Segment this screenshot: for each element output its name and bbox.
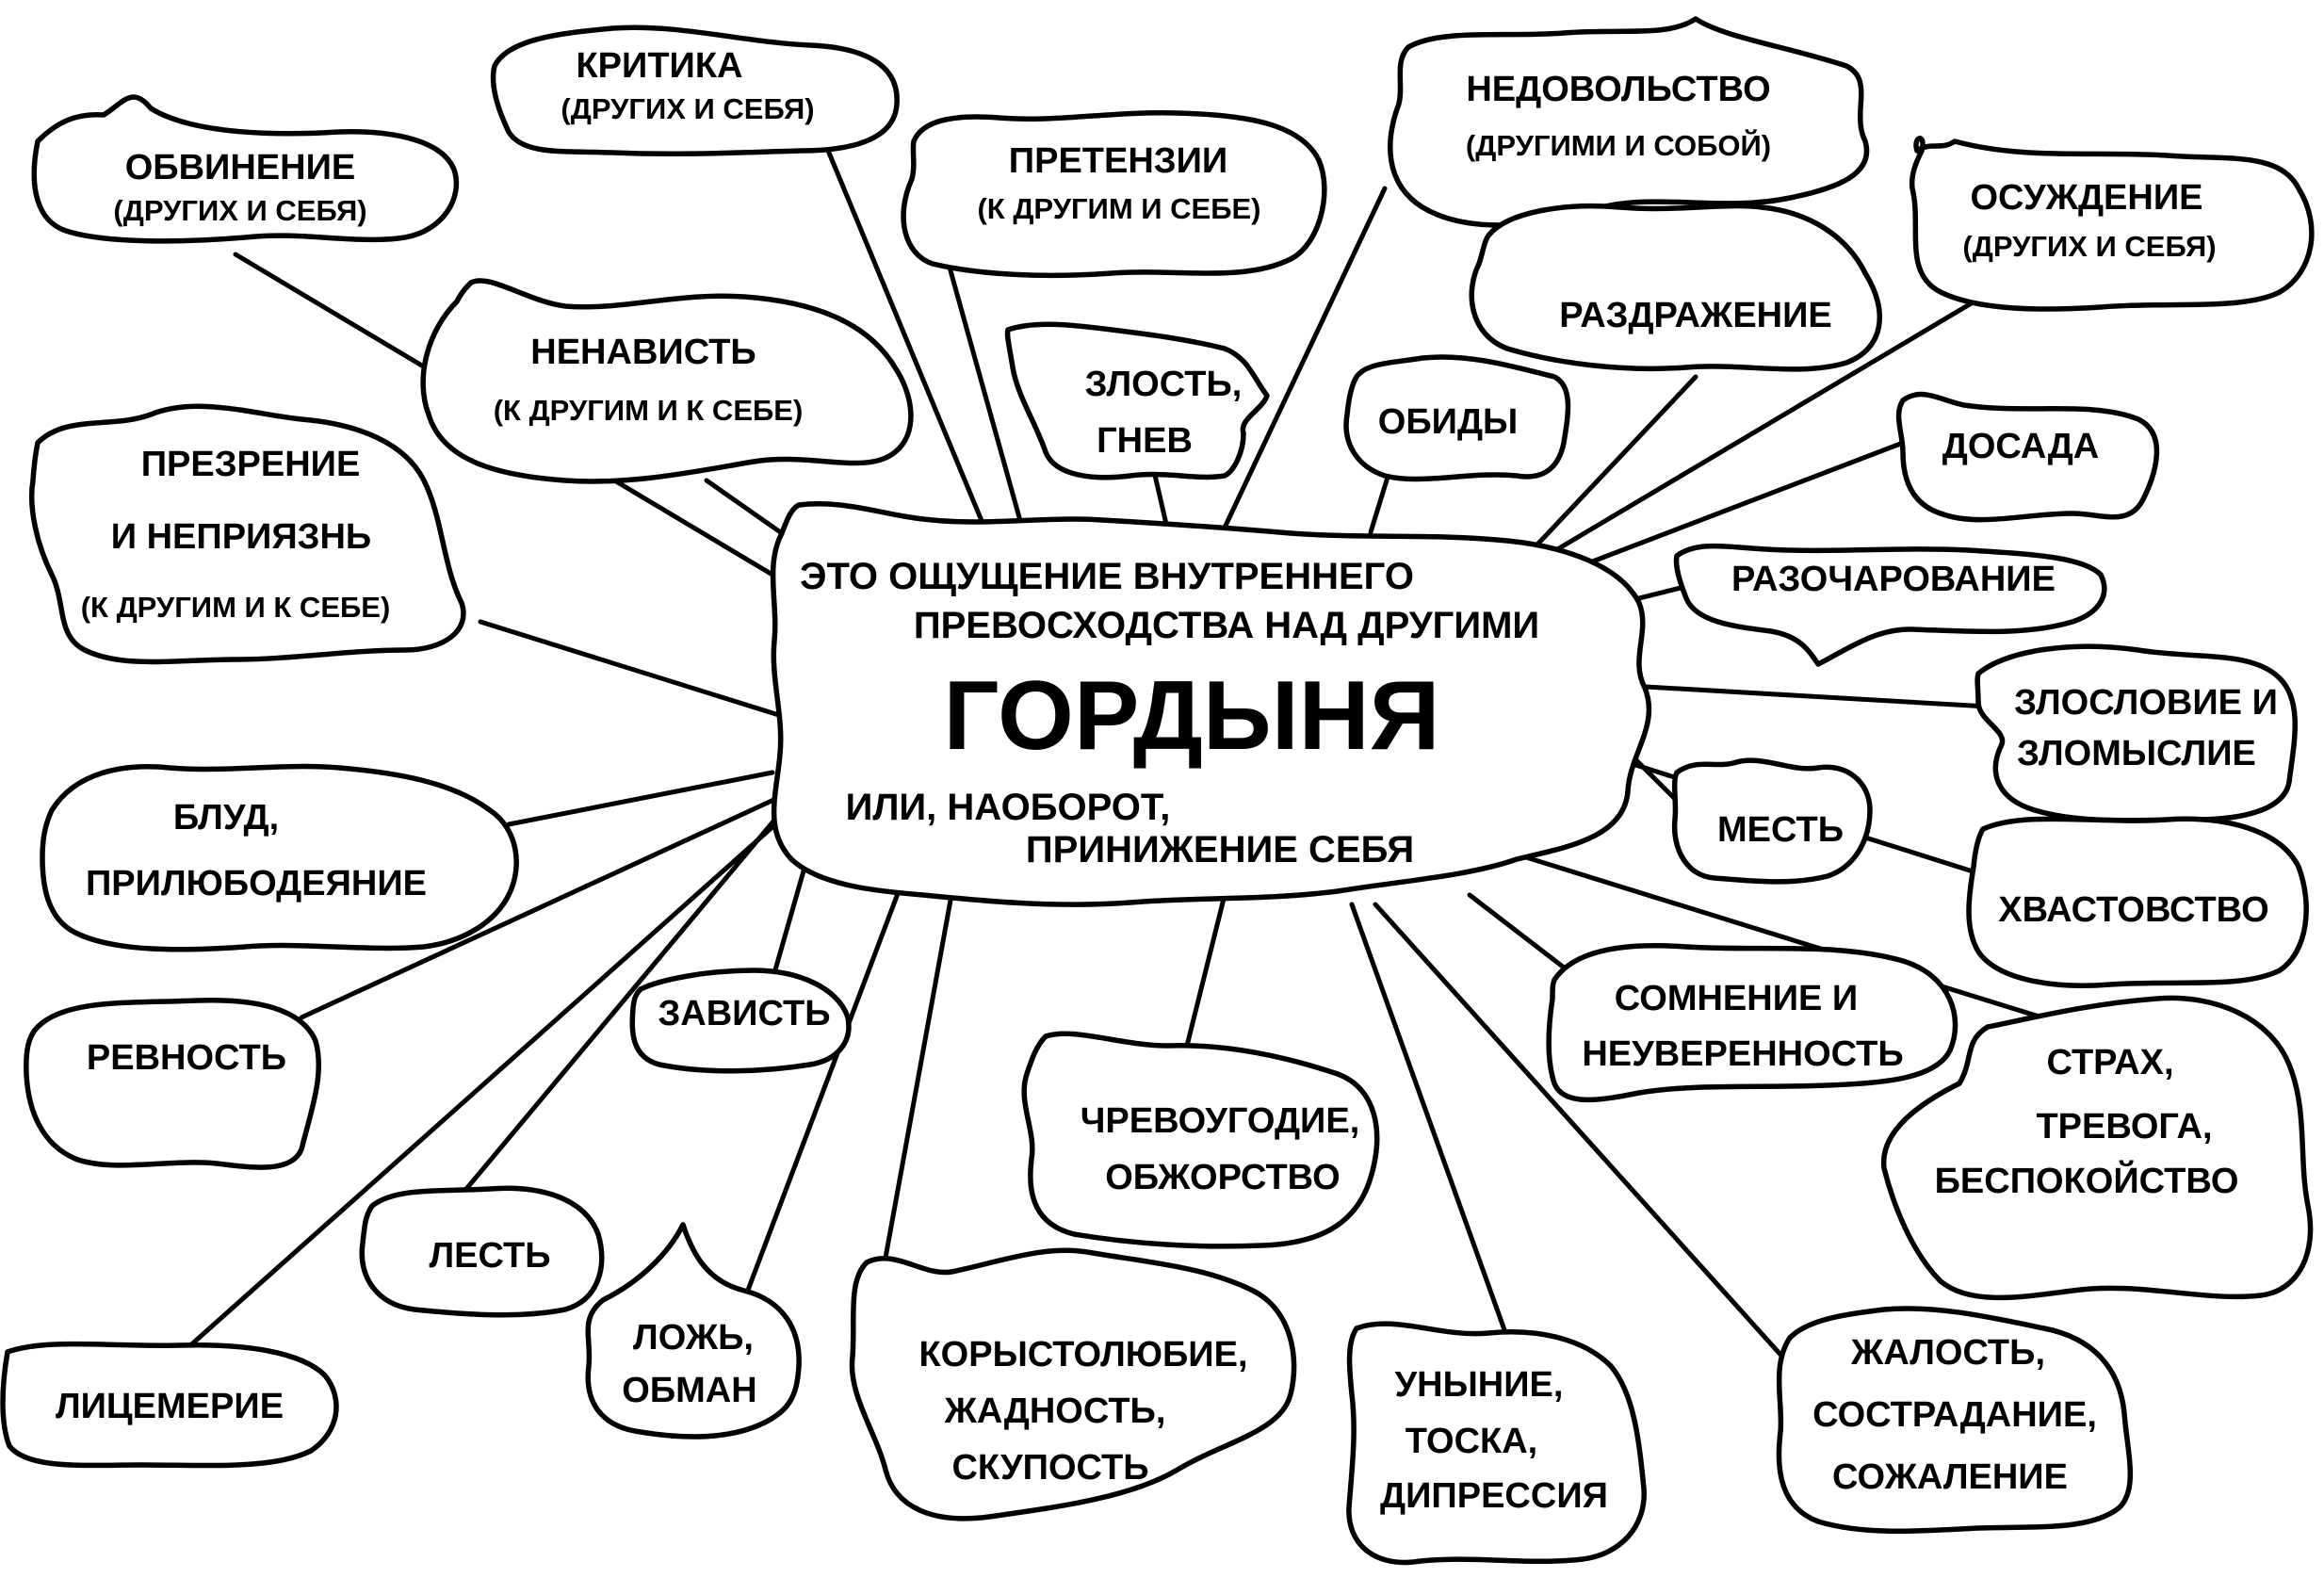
node-label: ЛЕСТЬ	[429, 1236, 550, 1276]
node-sublabel: (ДРУГИХ И СЕБЯ)	[561, 92, 814, 125]
node-sublabel: (К ДРУГИМ И К СЕБЕ)	[494, 394, 804, 427]
node-label: ЗЛОСТЬ,	[1085, 365, 1243, 404]
node-label: ПРЕТЕНЗИИ	[1009, 141, 1227, 181]
node-korystolyubie: КОРЫСТОЛЮБИЕ, ЖАДНОСТЬ, СКУПОСТЬ	[849, 1247, 1297, 1521]
node-zloslovie: ЗЛОСЛОВИЕ И ЗЛОМЫСЛИЕ	[1975, 643, 2298, 823]
node-kritika: КРИТИКА (ДРУГИХ И СЕБЯ)	[490, 24, 900, 157]
node-zavist: ЗАВИСТЬ	[629, 968, 852, 1074]
node-label: СТРАХ,	[2046, 1043, 2173, 1082]
node-sublabel-2: СКУПОСТЬ	[951, 1448, 1148, 1488]
node-osuzhdenie: ОСУЖДЕНИЕ (ДРУГИХ И СЕБЯ)	[1909, 136, 2315, 312]
node-sublabel: ЖАДНОСТЬ,	[944, 1391, 1166, 1431]
node-zlost: ЗЛОСТЬ, ГНЕВ	[1004, 321, 1270, 480]
node-sublabel-2: БЕСПОКОЙСТВО	[1935, 1159, 2239, 1201]
center-alt-line1: ИЛИ, НАОБОРОТ,	[846, 787, 1171, 828]
node-sublabel: ПРИЛЮБОДЕЯНИЕ	[86, 864, 427, 903]
node-label: РЕВНОСТЬ	[87, 1038, 286, 1078]
node-sublabel: (ДРУГИХ И СЕБЯ)	[113, 194, 366, 227]
node-zhalost: ЖАЛОСТЬ, СОСТРАДАНИЕ, СОЖАЛЕНИЕ	[1776, 1306, 2134, 1534]
node-label: ОБИДЫ	[1378, 402, 1518, 442]
node-lozh: ЛОЖЬ, ОБМАН	[585, 1222, 802, 1440]
center-title: ГОРДЫНЯ	[943, 661, 1439, 771]
node-chrevougodie: ЧРЕВОУГОДИЕ, ОБЖОРСТВО	[1021, 1031, 1380, 1249]
node-sublabel-2: СОЖАЛЕНИЕ	[1832, 1457, 2068, 1497]
node-label: ЖАЛОСТЬ,	[1850, 1333, 2045, 1373]
node-razocharovanie: РАЗОЧАРОВАНИЕ	[1673, 543, 2107, 667]
node-label: ПРЕЗРЕНИЕ	[141, 445, 361, 484]
center-cloud: ЭТО ОЩУЩЕНИЕ ВНУТРЕННЕГО ПРЕВОСХОДСТВА Н…	[770, 501, 1652, 907]
node-pretenzii: ПРЕТЕНЗИИ (К ДРУГИМ И СЕБЕ)	[901, 110, 1327, 279]
node-sublabel-2: (К ДРУГИМ И К СЕБЕ)	[81, 591, 391, 624]
node-blud: БЛУД, ПРИЛЮБОДЕЯНИЕ	[40, 763, 519, 952]
node-sublabel: (ДРУГИХ И СЕБЯ)	[1962, 230, 2216, 263]
node-razdrazhenie: РАЗДРАЖЕНИЕ	[1469, 203, 1883, 372]
node-nedovolstvo: НЕДОВОЛЬСТВО (ДРУГИМИ И СОБОЙ)	[1388, 16, 1870, 228]
node-obidy: ОБИДЫ	[1343, 354, 1571, 482]
node-sublabel: (ДРУГИМИ И СОБОЙ)	[1466, 128, 1771, 162]
node-sublabel: ЗЛОМЫСЛИЕ	[2017, 734, 2256, 773]
node-licemerie: ЛИЦЕМЕРИЕ	[0, 1341, 339, 1469]
node-label: ХВАСТОВСТВО	[1998, 890, 2268, 930]
node-sublabel: (К ДРУГИМ И СЕБЕ)	[977, 192, 1260, 225]
node-label: НЕДОВОЛЬСТВО	[1466, 70, 1770, 109]
node-mest: МЕСТЬ	[1671, 757, 1873, 885]
center-definition-line1: ЭТО ОЩУЩЕНИЕ ВНУТРЕННЕГО	[800, 556, 1414, 597]
node-sublabel: И НЕПРИЯЗНЬ	[111, 517, 372, 557]
node-label: КРИТИКА	[576, 46, 742, 86]
node-label: РАЗДРАЖЕНИЕ	[1559, 296, 1832, 335]
node-label: ЛИЦЕМЕРИЕ	[56, 1387, 284, 1426]
node-sublabel: ТОСКА,	[1406, 1422, 1537, 1461]
node-label: УНЫНИЕ,	[1395, 1365, 1564, 1405]
node-somnenie: СОМНЕНИЕ И НЕУВЕРЕННОСТЬ	[1546, 943, 1958, 1103]
node-label: ЗЛОСЛОВИЕ И	[2014, 683, 2278, 723]
node-label: МЕСТЬ	[1717, 810, 1844, 850]
center-definition-line2: ПРЕВОСХОДСТВА НАД ДРУГИМИ	[914, 605, 1539, 646]
node-sublabel: НЕУВЕРЕННОСТЬ	[1582, 1034, 1903, 1074]
node-prezrenie: ПРЕЗРЕНИЕ И НЕПРИЯЗНЬ (К ДРУГИМ И К СЕБЕ…	[28, 403, 466, 665]
node-label: ЛОЖЬ,	[633, 1318, 754, 1358]
node-obvinenie: ОБВИНЕНИЕ (ДРУГИХ И СЕБЯ)	[31, 94, 460, 244]
node-sublabel: ОБМАН	[622, 1371, 756, 1410]
node-sublabel: ГНЕВ	[1097, 421, 1193, 461]
node-dosada: ДОСАДА	[1895, 391, 2160, 523]
node-nenavist: НЕНАВИСТЬ (К ДРУГИМ И К СЕБЕ)	[420, 278, 914, 484]
node-strah: СТРАХ, ТРЕВОГА, БЕСПОКОЙСТВО	[1881, 995, 2314, 1301]
node-sublabel-2: ДИПРЕССИЯ	[1380, 1476, 1608, 1516]
node-unynie: УНЫНИЕ, ТОСКА, ДИПРЕССИЯ	[1346, 1321, 1647, 1566]
center-alt-line2: ПРИНИЖЕНИЕ СЕБЯ	[1026, 829, 1414, 870]
node-label: БЛУД,	[173, 798, 279, 838]
node-label: СОМНЕНИЕ И	[1615, 979, 1858, 1018]
node-label: РАЗОЧАРОВАНИЕ	[1731, 560, 2056, 599]
node-sublabel: ОБЖОРСТВО	[1105, 1158, 1341, 1197]
node-sublabel: СОСТРАДАНИЕ,	[1812, 1395, 2097, 1435]
node-label: КОРЫСТОЛЮБИЕ,	[918, 1335, 1247, 1375]
node-label: ДОСАДА	[1942, 427, 2100, 466]
node-label: ЧРЕВОУГОДИЕ,	[1081, 1101, 1360, 1141]
node-revnost: РЕВНОСТЬ	[24, 998, 321, 1170]
node-label: НЕНАВИСТЬ	[530, 333, 756, 372]
node-label: ЗАВИСТЬ	[658, 994, 830, 1033]
node-sublabel: ТРЕВОГА,	[2036, 1107, 2212, 1147]
node-hvastovstvo: ХВАСТОВСТВО	[1966, 816, 2309, 988]
node-label: ОБВИНЕНИЕ	[125, 148, 356, 187]
node-label: ОСУЖДЕНИЕ	[1971, 178, 2203, 218]
node-lest: ЛЕСТЬ	[359, 1185, 605, 1318]
